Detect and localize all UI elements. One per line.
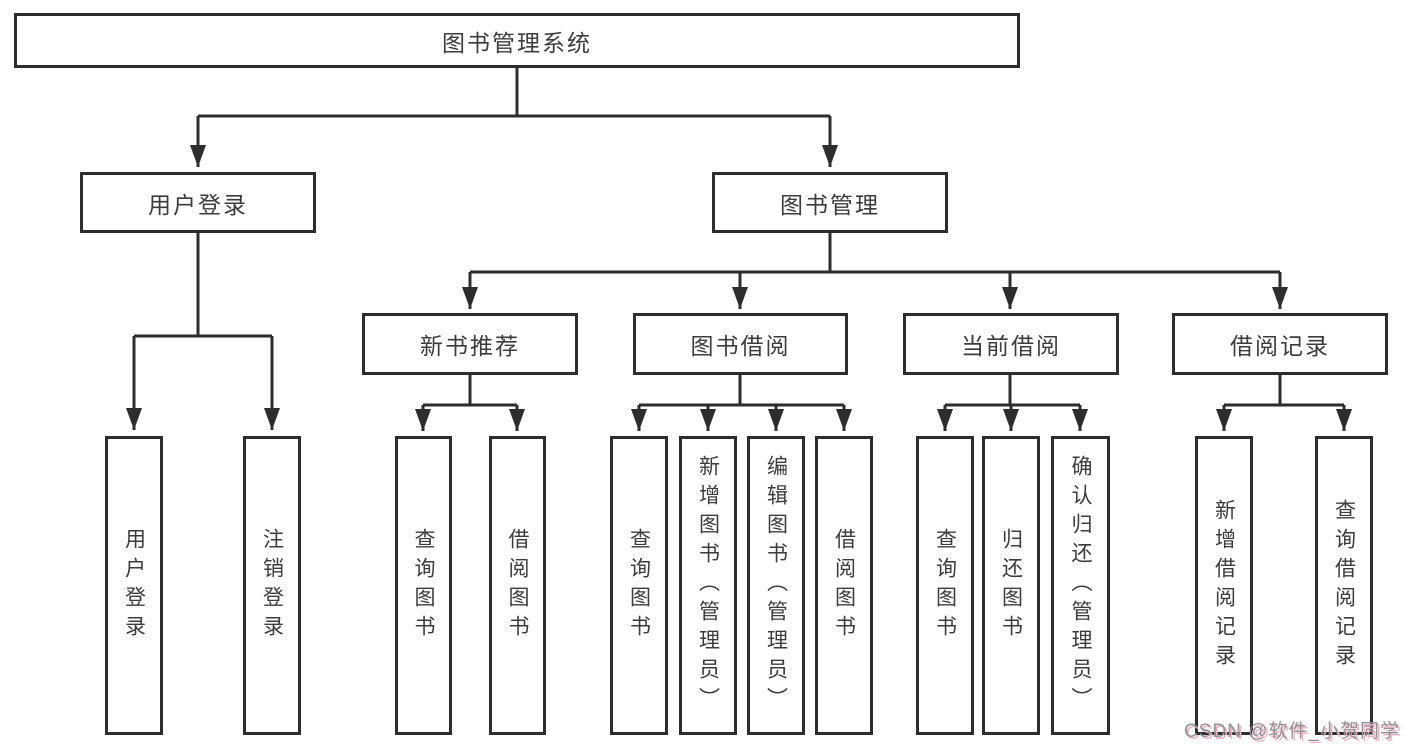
node-user-login-label: 用户登录 [148, 191, 248, 218]
leaf-br-add-label: 新增借阅记录 [1212, 498, 1236, 673]
node-book-mgmt-group: 图书管理 [712, 172, 948, 233]
node-leaf-cb-return: 归还图书 [982, 436, 1040, 735]
leaf-bb-borrow-label: 借阅图书 [832, 527, 856, 644]
node-leaf-br-query: 查询借阅记录 [1315, 436, 1373, 735]
leaf-newbook-borrow-label: 借阅图书 [506, 527, 529, 644]
leaf-cb-confirm-label: 确认归还（管理员） [1069, 455, 1092, 716]
leaf-bb-add-label: 新增图书（管理员） [696, 455, 720, 716]
leaf-cb-return-label: 归还图书 [999, 527, 1023, 644]
leaf-user-login-label: 用户登录 [122, 527, 146, 644]
leaf-newbook-query-label: 查询图书 [412, 527, 435, 644]
csdn-watermark: CSDN @软件_小贺同学 [1184, 721, 1400, 742]
node-book-mgmt-label: 图书管理 [780, 191, 880, 218]
node-leaf-bb-add: 新增图书（管理员） [679, 436, 737, 735]
node-leaf-newbook-query: 查询图书 [395, 436, 452, 735]
node-book-borrow: 图书借阅 [633, 313, 848, 375]
leaf-cb-query-label: 查询图书 [933, 527, 957, 644]
node-current-borrow-label: 当前借阅 [961, 333, 1061, 359]
node-leaf-user-login: 用户登录 [105, 436, 163, 735]
node-book-borrow-label: 图书借阅 [690, 333, 791, 359]
node-new-book-recommend: 新书推荐 [362, 313, 578, 375]
node-leaf-newbook-borrow: 借阅图书 [489, 436, 546, 735]
leaf-bb-edit-label: 编辑图书（管理员） [764, 455, 788, 716]
node-new-book-label: 新书推荐 [420, 333, 520, 359]
node-user-login-group: 用户登录 [80, 172, 316, 233]
node-leaf-cb-confirm: 确认归还（管理员） [1051, 436, 1110, 735]
leaf-bb-query-label: 查询图书 [627, 527, 651, 644]
node-borrow-records-label: 借阅记录 [1230, 333, 1330, 359]
node-current-borrow: 当前借阅 [903, 313, 1119, 375]
leaf-br-query-label: 查询借阅记录 [1332, 498, 1356, 673]
node-leaf-cb-query: 查询图书 [916, 436, 974, 735]
node-borrow-records: 借阅记录 [1172, 313, 1388, 375]
node-root-system: 图书管理系统 [14, 13, 1020, 68]
node-leaf-br-add: 新增借阅记录 [1195, 436, 1253, 735]
node-root-label: 图书管理系统 [442, 29, 592, 56]
node-leaf-bb-edit: 编辑图书（管理员） [747, 436, 805, 735]
node-leaf-bb-borrow: 借阅图书 [815, 436, 873, 735]
node-leaf-logout: 注销登录 [243, 436, 301, 735]
leaf-logout-label: 注销登录 [260, 527, 284, 644]
node-leaf-bb-query: 查询图书 [610, 436, 668, 735]
